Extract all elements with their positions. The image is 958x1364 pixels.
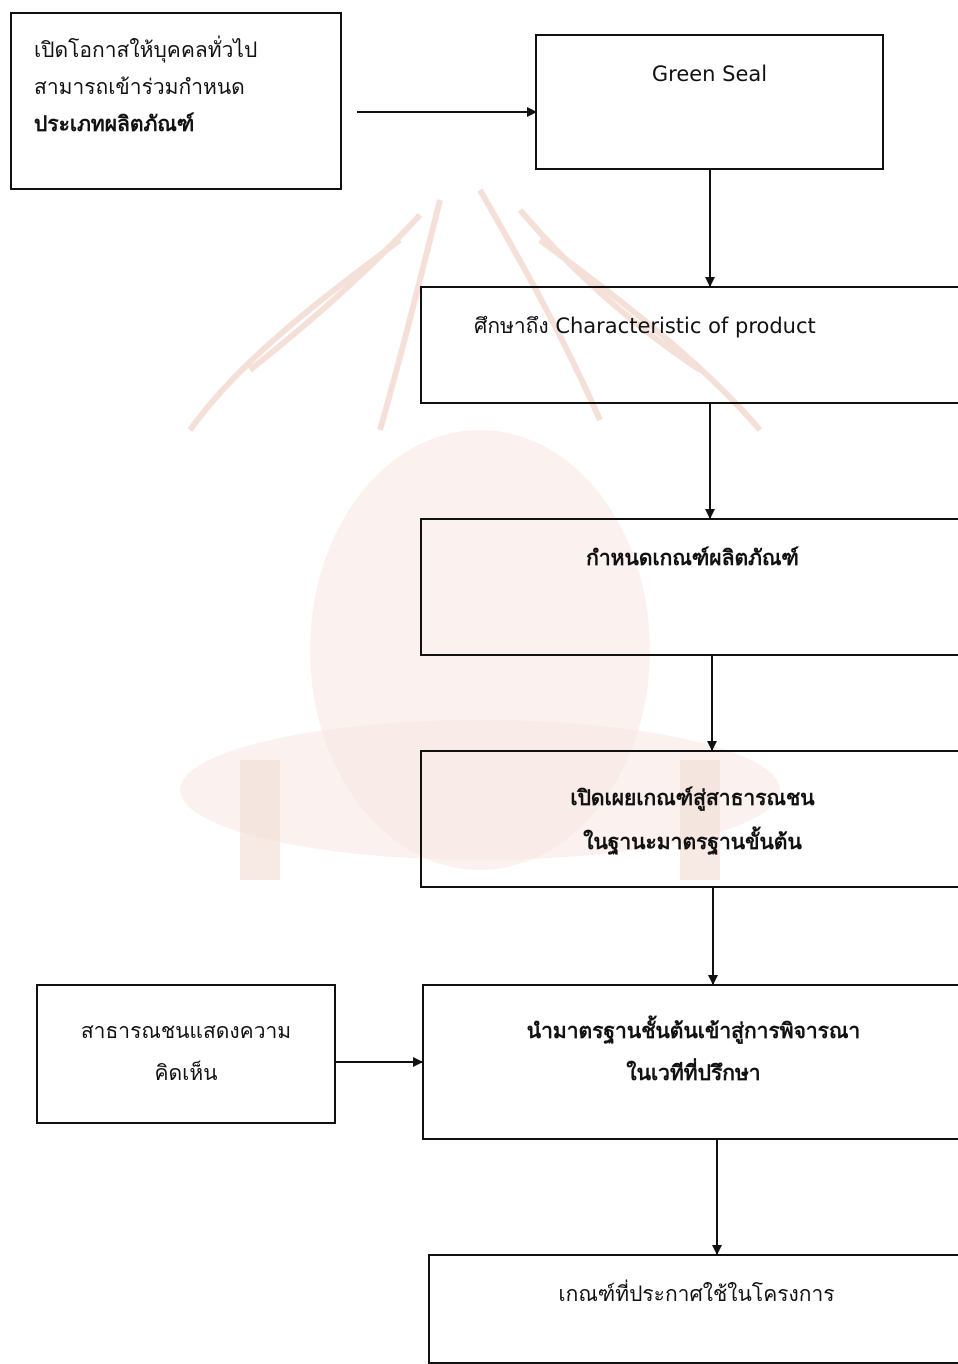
step-2-label: ศึกษาถึง Characteristic of product (474, 314, 816, 338)
opinion-line-1: สาธารณชนแสดงความ (80, 1019, 292, 1043)
step-6-label: เกณฑ์ที่ประกาศใช้ในโครงการ (558, 1282, 835, 1306)
step-green-seal: Green Seal (535, 34, 884, 170)
step-publish-draft-standard: เปิดเผยเกณฑ์สู่สาธารณชน ในฐานะมาตรฐานขั้… (420, 750, 958, 888)
public-opinion-note: สาธารณชนแสดงความ คิดเห็น (36, 984, 336, 1124)
public-participation-note: เปิดโอกาสให้บุคคลทั่วไป สามารถเข้าร่วมกำ… (10, 12, 342, 190)
note-line-1: เปิดโอกาสให้บุคคลทั่วไป (34, 38, 258, 62)
note-line-3: ประเภทผลิตภัณฑ์ (34, 111, 195, 136)
opinion-line-2: คิดเห็น (154, 1061, 218, 1085)
step-advisory-review: นำมาตรฐานชั้นต้นเข้าสู่การพิจารณา ในเวที… (422, 984, 958, 1140)
step-define-criteria: กำหนดเกณฑ์ผลิตภัณฑ์ (420, 518, 958, 656)
step-5-line-2: ในเวทีที่ปรึกษา (626, 1061, 761, 1085)
step-3-label: กำหนดเกณฑ์ผลิตภัณฑ์ (586, 546, 799, 570)
step-4-line-1: เปิดเผยเกณฑ์สู่สาธารณชน (570, 786, 815, 810)
step-4-line-2: ในฐานะมาตรฐานขั้นต้น (583, 830, 802, 855)
step-announced-criteria: เกณฑ์ที่ประกาศใช้ในโครงการ (428, 1254, 958, 1364)
step-5-line-1: นำมาตรฐานชั้นต้นเข้าสู่การพิจารณา (526, 1019, 861, 1043)
step-study-characteristics: ศึกษาถึง Characteristic of product (420, 286, 958, 404)
note-line-2: สามารถเข้าร่วมกำหนด (34, 74, 245, 99)
step-1-label: Green Seal (651, 62, 768, 86)
